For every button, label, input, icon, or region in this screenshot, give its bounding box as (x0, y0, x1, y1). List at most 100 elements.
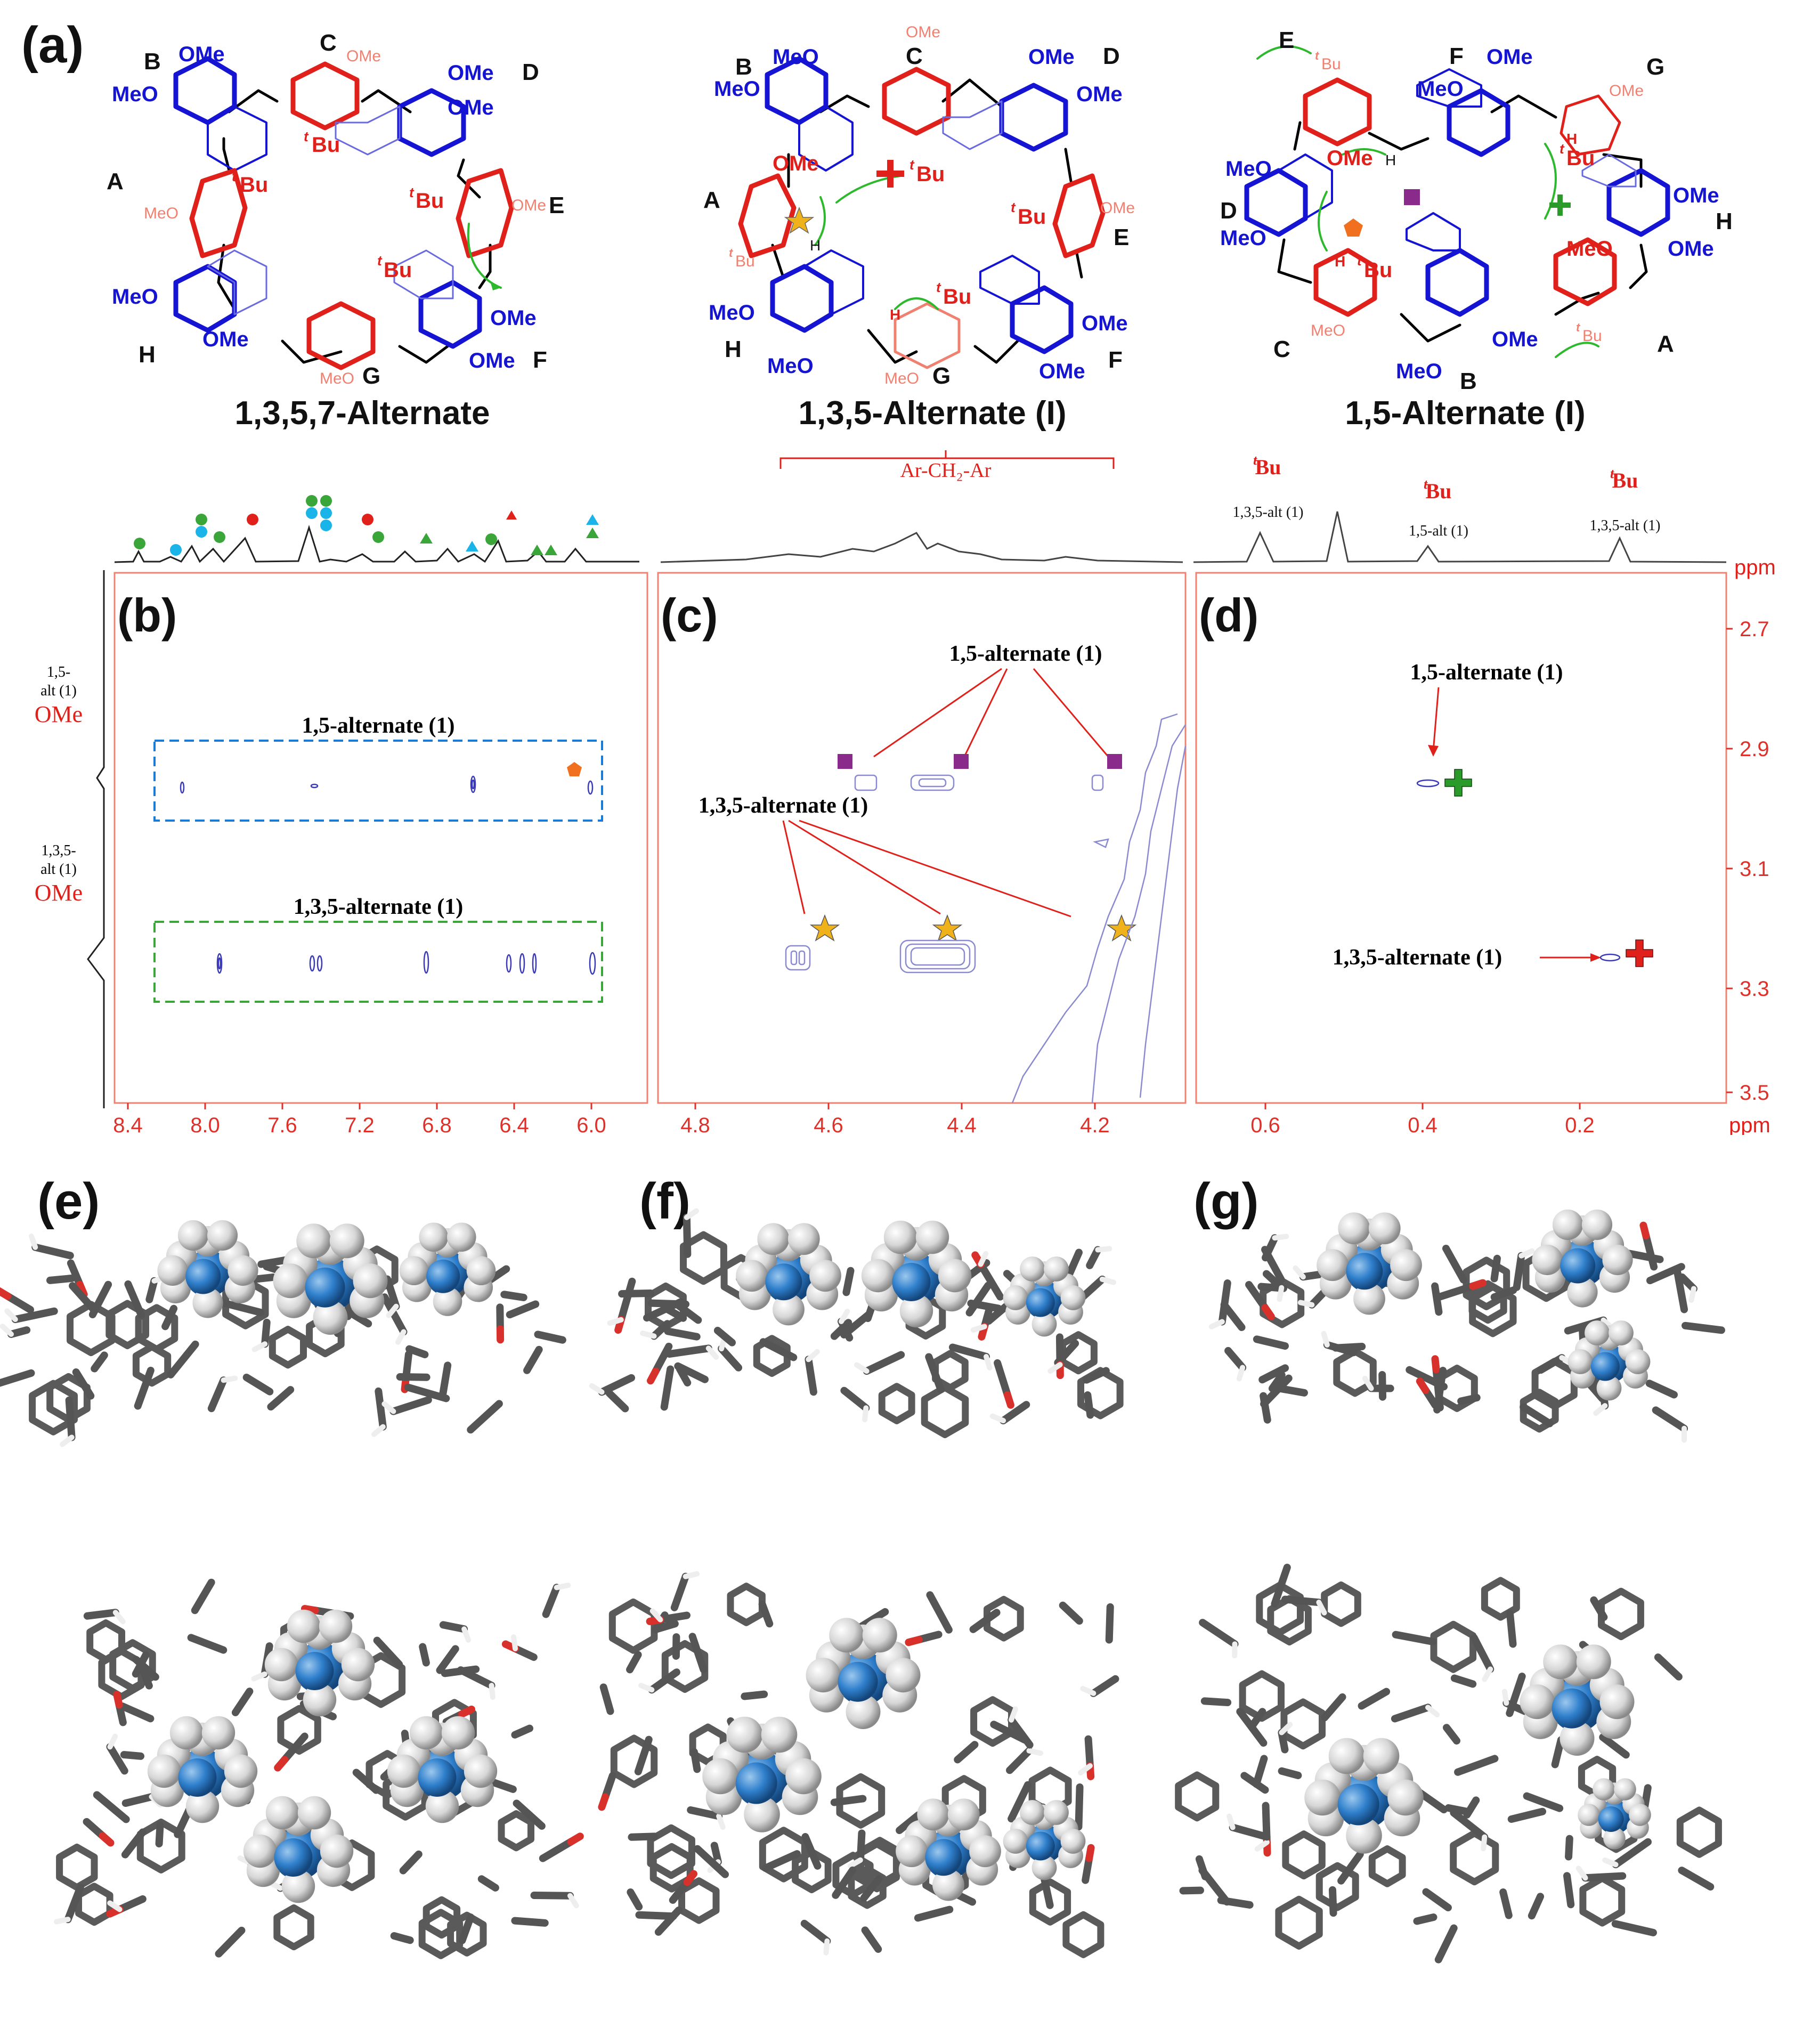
hydrogen-sphere (177, 1220, 209, 1251)
group-meo: MeO (714, 77, 760, 101)
bond-stick (801, 1833, 822, 1870)
hydrogen-stick (638, 1683, 655, 1693)
hydrogen-stick (28, 1233, 38, 1250)
top-c-label: Ar-CH₂-Ar (900, 459, 992, 482)
tbu-label-3: Bu (1612, 468, 1638, 492)
carbon-sphere (1590, 1352, 1620, 1381)
bond-stick (598, 1374, 636, 1396)
group-meo: MeO (767, 354, 814, 378)
c-star-1 (809, 914, 840, 942)
tbu-sup-1: t (1253, 452, 1257, 468)
hydrogen-sphere (201, 1716, 235, 1750)
aromatic-ring (661, 1640, 709, 1693)
bond-stick (759, 1338, 798, 1361)
bond-stick (1105, 1603, 1114, 1644)
carbon-sphere (426, 1259, 460, 1293)
aromatic-ring (1333, 1348, 1377, 1397)
hydrogen-sphere (265, 1796, 299, 1830)
bond-stick (267, 1386, 295, 1411)
aromatic-ring (1520, 1389, 1559, 1433)
bond-stick (914, 1905, 954, 1922)
bond-stick (1642, 1232, 1658, 1271)
bond-stick (1442, 1724, 1461, 1745)
group-ome: OMe (1668, 237, 1714, 261)
oxygen-stick (99, 1832, 115, 1847)
hydrogen-sphere (273, 1263, 308, 1299)
hydrogen-sphere (1353, 1283, 1385, 1315)
structure-15-alternate: E Bu t F OMe MeO G OMe OMe H Bu t H MeO … (1220, 27, 1733, 394)
ring-letter-H: H (1716, 208, 1733, 234)
oxygen-stick (905, 1636, 923, 1646)
hydrogen-sphere (947, 1798, 980, 1831)
panel-label-e: (e) (37, 1173, 100, 1230)
bond-stick (1442, 1244, 1467, 1284)
oxygen-stick (0, 1287, 12, 1300)
panel-label-a: (a) (21, 17, 84, 74)
bond-stick (1262, 1234, 1279, 1262)
hydrogen-sphere (1031, 1311, 1057, 1337)
hydrogen-sphere (228, 1255, 258, 1286)
aromatic-ring (1029, 1878, 1071, 1926)
group-meo: MeO (884, 370, 919, 387)
hydrogen-stick (1227, 1813, 1236, 1830)
bond-stick (1041, 1875, 1054, 1909)
bond-stick (1229, 1823, 1271, 1841)
bond-stick (281, 1732, 308, 1764)
aromatic-ring (970, 1696, 1015, 1747)
group-ome: OMe (178, 43, 225, 66)
group-meo: MeO (144, 205, 178, 222)
hydrogen-stick (1095, 1246, 1112, 1253)
hydrogen-sphere (806, 1658, 841, 1693)
y-ticks: 2.72.93.13.33.5 (1726, 618, 1769, 1105)
bond-stick (4, 1292, 35, 1313)
aromatic-ring (932, 1350, 969, 1391)
ring-letter-E: E (1279, 27, 1294, 53)
aromatic-ring (608, 1598, 658, 1654)
bond-stick (1281, 1595, 1323, 1607)
hydrogen-stick (1316, 1600, 1327, 1616)
bond-stick (441, 1665, 480, 1677)
hydrogen-sphere (169, 1716, 204, 1750)
aromatic-ring (1256, 1581, 1304, 1636)
bond-stick (389, 1396, 432, 1415)
group-ome: OMe (773, 152, 819, 175)
d-cross-red (1626, 939, 1653, 967)
bond-stick (896, 1811, 922, 1835)
bond-stick (118, 1702, 155, 1723)
bond-stick (1565, 1835, 1573, 1861)
y-unit-top: ppm (1734, 556, 1776, 579)
hydrogen-stick (970, 1324, 987, 1333)
group-h: H (1566, 131, 1577, 147)
bond-stick (842, 1267, 855, 1296)
hydrogen-stick (386, 1303, 399, 1318)
ring-letter-C: C (1273, 336, 1290, 362)
group-tbu-sup: t (232, 168, 237, 184)
hydrogen-sphere (702, 1758, 738, 1795)
aromatic-ring (1321, 1581, 1361, 1627)
bond-stick (1083, 1367, 1110, 1384)
group-meo: MeO (112, 285, 158, 309)
hydrogen-sphere (809, 1260, 841, 1292)
hydrogen-stick (989, 1413, 1006, 1424)
hydrogen-sphere (281, 1869, 315, 1903)
aromatic-ring (29, 1380, 78, 1435)
c-square-2 (954, 754, 969, 769)
hydrogen-sphere (1581, 1209, 1613, 1240)
bond-stick (805, 1356, 817, 1396)
hydrogen-sphere (726, 1716, 763, 1753)
cross-marker-red (876, 160, 904, 188)
aromatic-ring (1579, 1875, 1626, 1927)
carbon-sphere (1337, 1783, 1379, 1826)
structure-1357-alternate: B OMe MeO C OMe Bu t OMe D OMe A Bu t Me… (107, 30, 564, 389)
bond-stick (506, 1300, 540, 1319)
group-ome: OMe (448, 61, 494, 85)
aromatic-ring (792, 1848, 832, 1893)
hydrogen-stick (684, 1208, 700, 1220)
hydrogen-sphere (1602, 1244, 1633, 1276)
bond-stick (1084, 1391, 1094, 1419)
hydrogen-sphere (192, 1287, 223, 1318)
hydrogen-stick (1425, 1705, 1440, 1718)
bond-stick (132, 1651, 150, 1678)
bond-stick (231, 1688, 254, 1716)
